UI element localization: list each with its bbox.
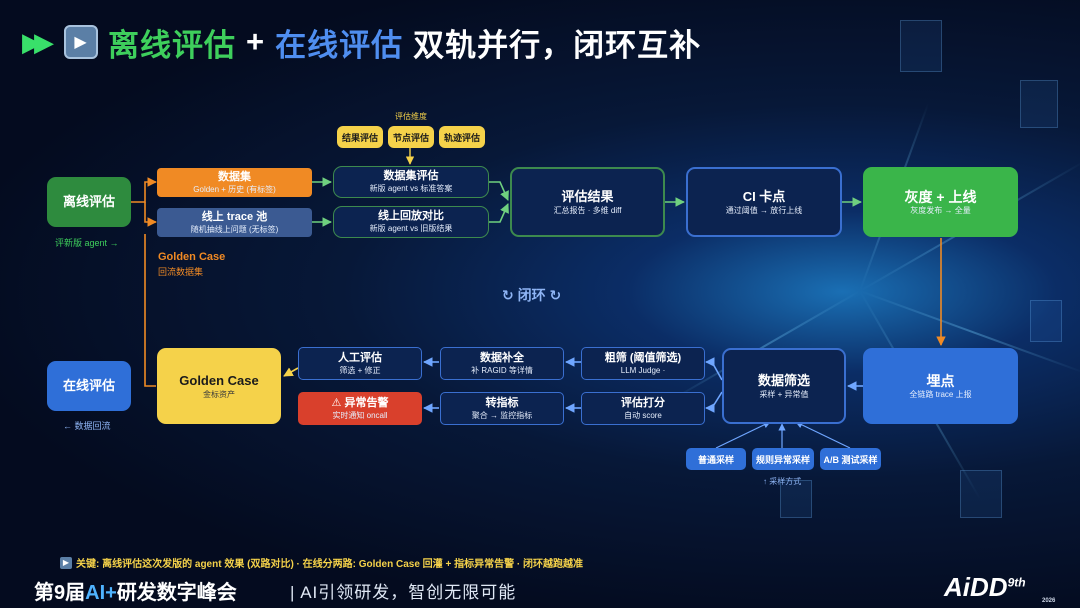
score-title: 评估打分	[621, 396, 665, 409]
conf-post: 研发数字峰会	[116, 582, 237, 604]
data-filter-sub: 采样 + 异常值	[759, 389, 809, 399]
trace-pool-node[interactable]: 线上 trace 池 随机抽线上问题 (无标签)	[157, 208, 312, 237]
ci-gate-node[interactable]: CI 卡点 通过阈值 → 放行上线	[686, 167, 842, 237]
human-eval-title: 人工评估	[338, 351, 382, 364]
offline-note: 评新版 agent →	[55, 238, 119, 248]
dataset-eval-node[interactable]: 数据集评估 新版 agent vs 标准答案	[333, 166, 489, 198]
tracking-node[interactable]: 埋点 全链路 trace 上报	[863, 348, 1018, 424]
alert-sub: 实时通知 oncall	[332, 410, 388, 420]
coarse-filter-sub: LLM Judge ·	[620, 365, 666, 375]
online-eval-label: 在线评估	[62, 378, 115, 393]
offline-eval-node[interactable]: 离线评估	[47, 177, 131, 227]
logo-year: 2026	[1042, 598, 1056, 604]
slogan: | AI引领研发，智创无限可能	[290, 583, 517, 602]
dataset-sub: Golden + 历史 (有标签)	[193, 184, 276, 194]
replay-sub: 新版 agent vs 旧版结果	[369, 224, 453, 233]
golden-case-node[interactable]: Golden Case 金标资产	[157, 348, 281, 424]
eval-result-title: 评估结果	[561, 188, 614, 204]
trace-pool-title: 线上 trace 池	[201, 210, 268, 223]
data-filter-title: 数据筛选	[757, 372, 810, 388]
play-button-icon: ▶	[64, 25, 98, 59]
title-online: 在线评估	[275, 27, 404, 63]
sampling-normal[interactable]: 普通采样	[686, 448, 746, 470]
replay-title: 线上回放对比	[378, 210, 444, 222]
gray-release-sub: 灰度发布 → 全量	[910, 205, 971, 215]
golden-case-title: Golden Case	[179, 372, 259, 388]
dataset-eval-title: 数据集评估	[383, 170, 439, 182]
tracking-sub: 全链路 trace 上报	[909, 389, 972, 399]
sampling-label: ↑ 采样方式	[763, 477, 802, 486]
key-note-text: 关键: 离线评估这次发版的 agent 效果 (双路对比) · 在线分两路: G…	[76, 559, 583, 570]
metric-sub: 聚合 → 监控指标	[471, 410, 533, 420]
ci-gate-title: CI 卡点	[742, 188, 786, 204]
data-filter-node[interactable]: 数据筛选 采样 + 异常值	[722, 348, 846, 424]
logo-text: AiDD	[944, 572, 1008, 602]
golden-case-sub: 金标资产	[203, 389, 235, 399]
page-title: ▶▶ ▶ 离线评估 + 在线评估 双轨并行，闭环互补	[22, 20, 701, 64]
eval-result-node[interactable]: 评估结果 汇总报告 · 多维 diff	[510, 167, 665, 237]
conference-name: 第9届AI+研发数字峰会	[34, 576, 237, 605]
key-note: ▶ 关键: 离线评估这次发版的 agent 效果 (双路对比) · 在线分两路:…	[60, 555, 583, 570]
replay-node[interactable]: 线上回放对比 新版 agent vs 旧版结果	[333, 206, 489, 238]
title-offline: 离线评估	[108, 27, 236, 63]
gray-release-title: 灰度 + 上线	[904, 188, 977, 205]
golden-note-title: Golden Case	[158, 251, 226, 263]
alert-node[interactable]: ⚠ 异常告警 实时通知 oncall	[298, 392, 422, 425]
sampling-rule-anomaly[interactable]: 规则异常采样	[752, 448, 814, 470]
dataset-node[interactable]: 数据集 Golden + 历史 (有标签)	[157, 168, 312, 197]
offline-eval-label: 离线评估	[62, 194, 115, 209]
online-note: ← 数据回流	[63, 421, 111, 431]
title-rest: 双轨并行，闭环互补	[413, 27, 702, 63]
ci-gate-sub: 通过阈值 → 放行上线	[725, 205, 803, 215]
footer-bar: 第9届AI+研发数字峰会 | AI引领研发，智创无限可能 AiDD9th 202…	[0, 570, 1080, 608]
logo-edition: 9th	[1007, 575, 1026, 590]
sampling-ab-test[interactable]: A/B 测试采样	[820, 448, 881, 470]
online-eval-node[interactable]: 在线评估	[47, 361, 131, 411]
metric-title: 转指标	[485, 396, 519, 409]
eval-result-sub: 汇总报告 · 多维 diff	[553, 205, 622, 215]
aidd-logo: AiDD9th 2026	[944, 572, 1055, 604]
coarse-filter-node[interactable]: 粗筛 (阈值筛选) LLM Judge ·	[581, 347, 705, 380]
dims-label: 评估维度	[395, 112, 427, 121]
data-supplement-node[interactable]: 数据补全 补 RAGID 等详情	[440, 347, 564, 380]
dataset-eval-sub: 新版 agent vs 标准答案	[369, 184, 453, 193]
conf-pre: 第9届	[34, 582, 86, 604]
human-eval-node[interactable]: 人工评估 筛选 + 修正	[298, 347, 422, 380]
dim-node-eval[interactable]: 节点评估	[388, 126, 434, 148]
metric-node[interactable]: 转指标 聚合 → 监控指标	[440, 392, 564, 425]
conf-ai: AI+	[85, 582, 117, 604]
title-plus: +	[246, 24, 266, 59]
data-supplement-title: 数据补全	[480, 351, 524, 364]
loop-label: ↻ 闭环 ↻	[502, 287, 562, 303]
play-icon: ▶	[60, 556, 72, 569]
data-supplement-sub: 补 RAGID 等详情	[471, 365, 533, 375]
dataset-title: 数据集	[218, 170, 251, 183]
tracking-title: 埋点	[926, 372, 955, 389]
score-node[interactable]: 评估打分 自动 score	[581, 392, 705, 425]
alert-title: ⚠ 异常告警	[331, 396, 389, 409]
score-sub: 自动 score	[624, 410, 662, 420]
human-eval-sub: 筛选 + 修正	[339, 365, 381, 375]
trace-pool-sub: 随机抽线上问题 (无标签)	[190, 224, 279, 234]
dim-trajectory-eval[interactable]: 轨迹评估	[439, 126, 485, 148]
gray-release-node[interactable]: 灰度 + 上线 灰度发布 → 全量	[863, 167, 1018, 237]
coarse-filter-title: 粗筛 (阈值筛选)	[604, 351, 682, 364]
dim-result-eval[interactable]: 结果评估	[337, 126, 383, 148]
golden-note-sub: 回流数据集	[158, 267, 204, 277]
